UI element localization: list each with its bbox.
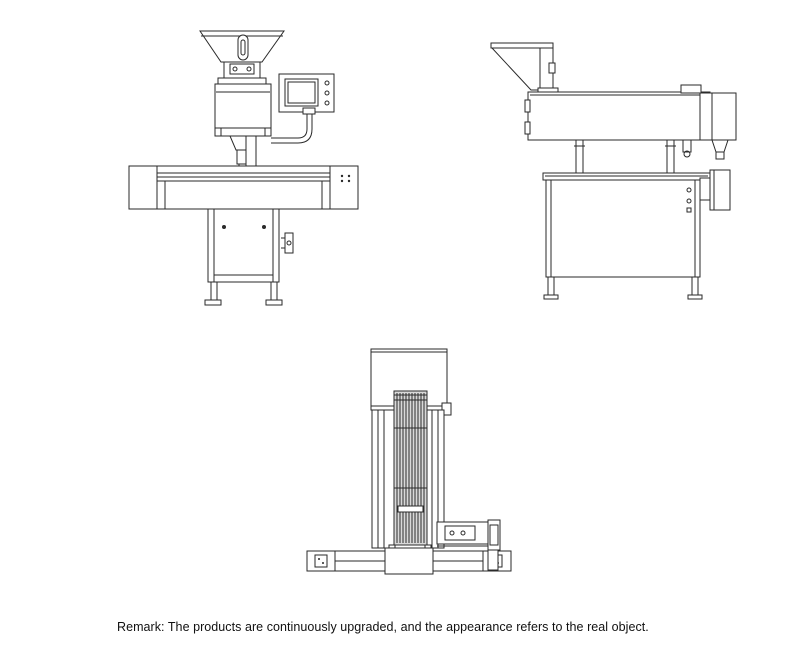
side-cabinet	[546, 180, 700, 277]
side-body	[528, 92, 710, 140]
side-view	[491, 43, 736, 299]
remark-text: Remark: The products are continuously up…	[117, 620, 649, 634]
top-view	[307, 349, 511, 574]
front-view	[129, 31, 358, 305]
side-electric-box	[710, 170, 730, 210]
side-hopper	[492, 48, 553, 90]
top-channels	[394, 391, 427, 545]
